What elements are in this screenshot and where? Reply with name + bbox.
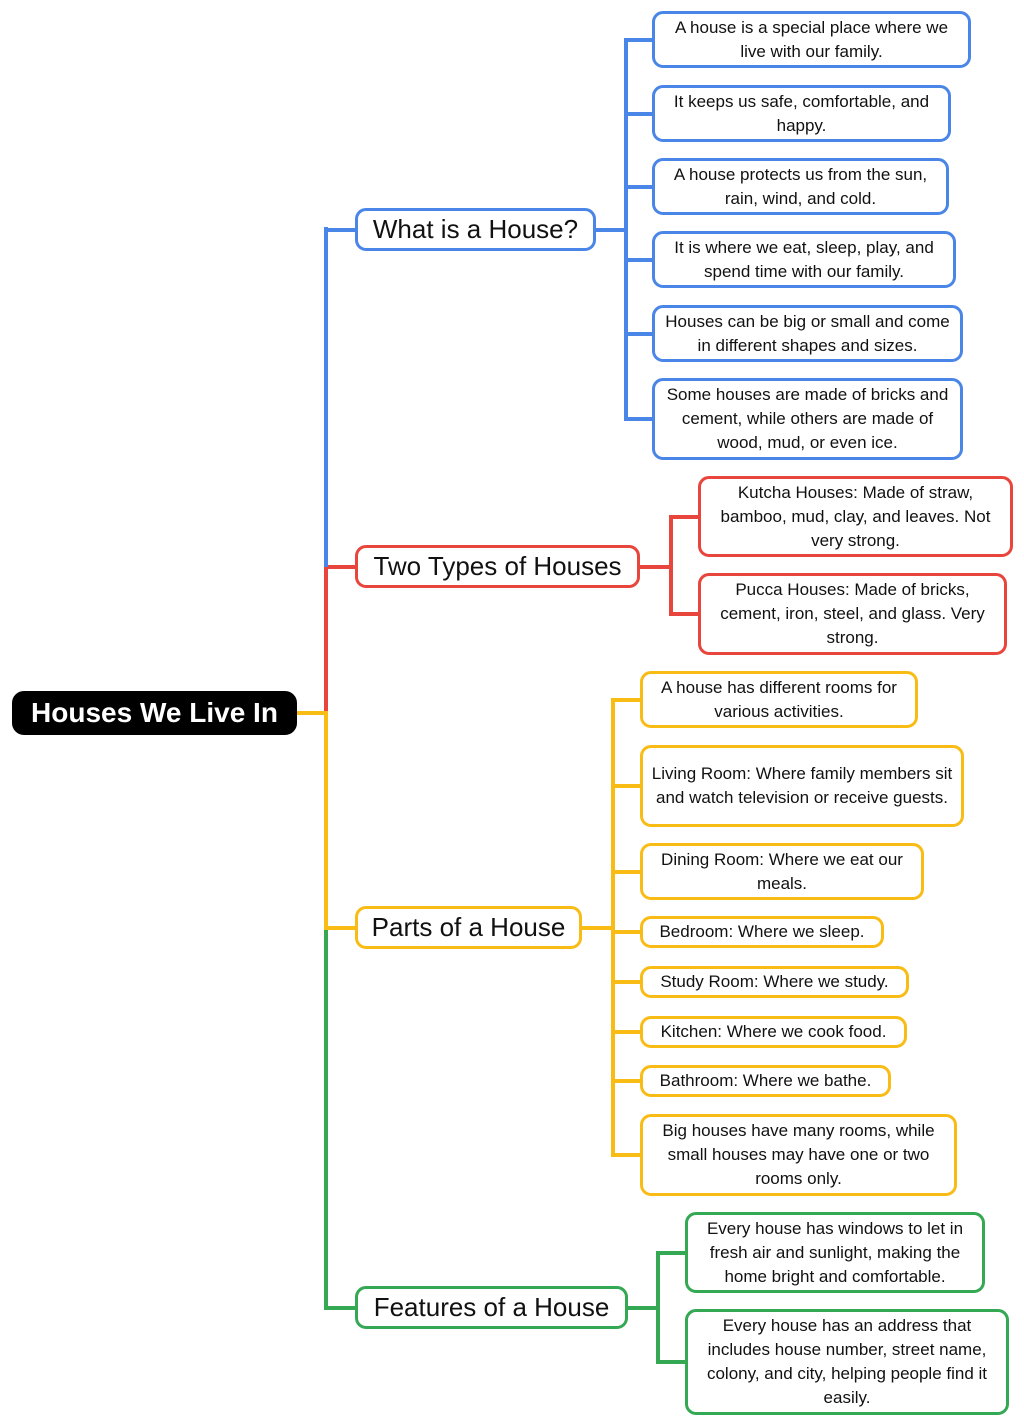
branch-connector xyxy=(324,1305,355,1310)
leaf-connector xyxy=(669,612,698,616)
leaf-node[interactable]: Bedroom: Where we sleep. xyxy=(640,916,884,948)
leaf-node[interactable]: Every house has windows to let in fresh … xyxy=(685,1212,985,1293)
leaf-node[interactable]: A house has different rooms for various … xyxy=(640,671,918,728)
leaf-node[interactable]: Kitchen: Where we cook food. xyxy=(640,1016,907,1048)
leaf-node[interactable]: It keeps us safe, comfortable, and happy… xyxy=(652,85,951,142)
leaf-node[interactable]: A house is a special place where we live… xyxy=(652,11,971,68)
leaf-connector xyxy=(611,1030,640,1034)
root-connector xyxy=(297,711,328,715)
leaf-spine xyxy=(669,514,673,616)
leaf-connector xyxy=(656,1360,685,1364)
leaf-connector xyxy=(611,1079,640,1083)
leaf-node[interactable]: Some houses are made of bricks and cemen… xyxy=(652,378,963,460)
branch-node[interactable]: Parts of a House xyxy=(355,906,582,949)
branch-node[interactable]: What is a House? xyxy=(355,208,596,251)
leaf-connector xyxy=(624,37,652,42)
trunk-connector xyxy=(324,711,328,930)
branch-connector xyxy=(596,227,624,232)
leaf-node[interactable]: Dining Room: Where we eat our meals. xyxy=(640,843,924,900)
branch-node[interactable]: Features of a House xyxy=(355,1286,628,1329)
branch-node[interactable]: Two Types of Houses xyxy=(355,545,640,588)
leaf-spine xyxy=(611,697,615,1157)
leaf-node[interactable]: Bathroom: Where we bathe. xyxy=(640,1065,891,1097)
leaf-node[interactable]: Study Room: Where we study. xyxy=(640,966,909,998)
leaf-node[interactable]: Living Room: Where family members sit an… xyxy=(640,745,964,827)
leaf-spine xyxy=(656,1250,660,1364)
branch-connector xyxy=(324,227,355,232)
leaf-connector xyxy=(624,184,652,189)
leaf-connector xyxy=(611,697,640,702)
leaf-connector xyxy=(611,980,640,984)
leaf-node[interactable]: Kutcha Houses: Made of straw, bamboo, mu… xyxy=(698,476,1013,557)
leaf-connector xyxy=(669,514,698,519)
leaf-connector xyxy=(611,869,640,874)
leaf-connector xyxy=(624,111,652,116)
trunk-connector xyxy=(324,563,328,715)
leaf-node[interactable]: Pucca Houses: Made of bricks, cement, ir… xyxy=(698,573,1007,655)
branch-connector xyxy=(324,925,355,930)
branch-connector xyxy=(324,564,355,569)
leaf-connector xyxy=(624,417,652,421)
leaf-connector xyxy=(611,784,640,788)
trunk-connector xyxy=(324,227,328,567)
leaf-node[interactable]: Every house has an address that includes… xyxy=(685,1309,1009,1415)
root-node[interactable]: Houses We Live In xyxy=(12,691,297,735)
leaf-node[interactable]: A house protects us from the sun, rain, … xyxy=(652,158,949,215)
leaf-node[interactable]: It is where we eat, sleep, play, and spe… xyxy=(652,231,956,288)
leaf-connector xyxy=(624,257,652,262)
branch-connector xyxy=(640,564,669,569)
leaf-connector xyxy=(624,331,652,336)
leaf-node[interactable]: Big houses have many rooms, while small … xyxy=(640,1114,957,1196)
branch-connector xyxy=(628,1305,656,1310)
leaf-connector xyxy=(611,930,640,934)
leaf-connector xyxy=(611,1153,640,1157)
leaf-node[interactable]: Houses can be big or small and come in d… xyxy=(652,305,963,362)
trunk-connector xyxy=(324,926,328,1309)
branch-connector xyxy=(582,925,611,930)
leaf-connector xyxy=(656,1250,685,1255)
leaf-spine xyxy=(624,37,628,421)
